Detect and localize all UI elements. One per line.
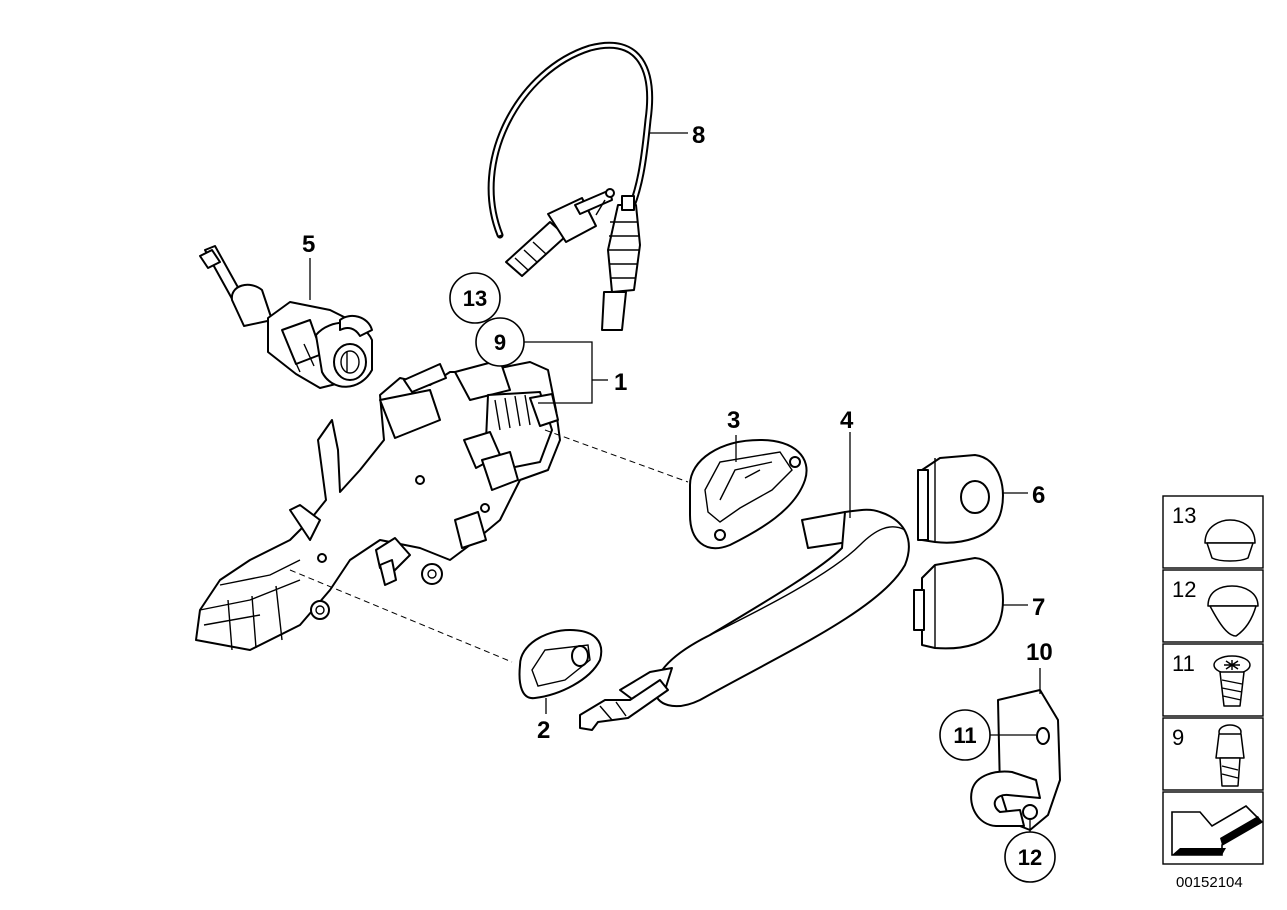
- bolt-icon: [1215, 724, 1245, 787]
- callout-5: 5: [302, 231, 315, 258]
- callout-10: 10: [1026, 639, 1053, 666]
- part-6-cap: [917, 454, 1004, 544]
- legend: 13 12 11 9: [1162, 495, 1264, 865]
- legend-label-13: 13: [1172, 503, 1196, 528]
- callout-3: 3: [727, 407, 740, 434]
- callout-2: 2: [537, 717, 550, 744]
- part-3-gasket: [689, 439, 808, 550]
- part-8-cable: [487, 41, 654, 331]
- callout-1: 1: [614, 369, 627, 396]
- plug-cap-icon: [1204, 519, 1256, 562]
- svg-text:11: 11: [953, 723, 976, 748]
- legend-label-9: 9: [1172, 725, 1184, 750]
- legend-label-12: 12: [1172, 577, 1196, 602]
- part-7-cap: [913, 557, 1004, 650]
- grommet-icon: [1207, 585, 1259, 637]
- callout-6: 6: [1032, 482, 1045, 509]
- callout-9-circle: 9: [475, 317, 525, 367]
- part-1-carrier: [195, 359, 561, 651]
- document-number: 00152104: [1176, 874, 1243, 891]
- callout-7: 7: [1032, 594, 1045, 621]
- callout-12-circle: 12: [1004, 831, 1056, 883]
- part-4-handle: [619, 508, 910, 708]
- torx-screw-icon: [1213, 655, 1251, 707]
- part-2-gasket: [518, 629, 669, 731]
- part-5-lock-cylinder: [199, 245, 373, 389]
- svg-text:13: 13: [463, 286, 487, 311]
- legend-label-11: 11: [1172, 651, 1195, 676]
- svg-text:9: 9: [494, 330, 506, 355]
- callout-13-circle: 13: [449, 272, 501, 324]
- svg-text:12: 12: [1018, 845, 1042, 870]
- callout-11-circle: 11: [939, 709, 991, 761]
- callout-8: 8: [692, 122, 705, 149]
- callout-4: 4: [840, 407, 854, 434]
- part-10-striker: [970, 689, 1061, 831]
- direction-arrow-icon: [1171, 804, 1264, 856]
